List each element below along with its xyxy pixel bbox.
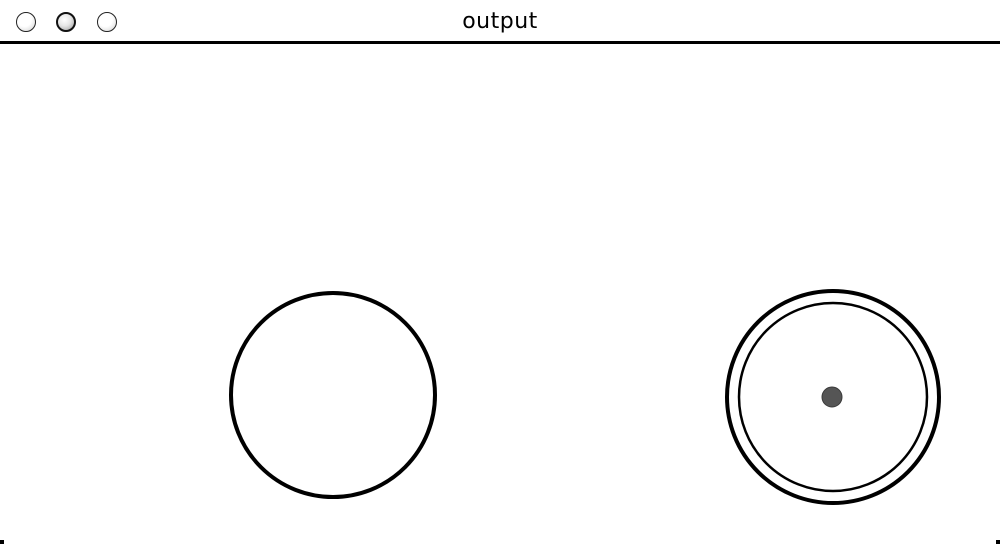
right-target-center-dot — [821, 386, 843, 408]
right-target — [725, 289, 941, 505]
resize-corner-right[interactable] — [996, 540, 1000, 544]
zoom-icon[interactable] — [97, 12, 117, 32]
window-title: output — [462, 9, 538, 34]
left-circle — [229, 291, 437, 499]
output-canvas[interactable] — [0, 44, 1000, 544]
right-target-inner-ring — [737, 301, 929, 493]
close-icon[interactable] — [16, 12, 36, 32]
resize-corner-left — [0, 540, 4, 544]
minimize-icon[interactable] — [56, 12, 76, 32]
title-bar[interactable]: output — [0, 0, 1000, 44]
canvas-drawing — [229, 289, 941, 505]
right-target-outer-ring — [725, 289, 941, 505]
